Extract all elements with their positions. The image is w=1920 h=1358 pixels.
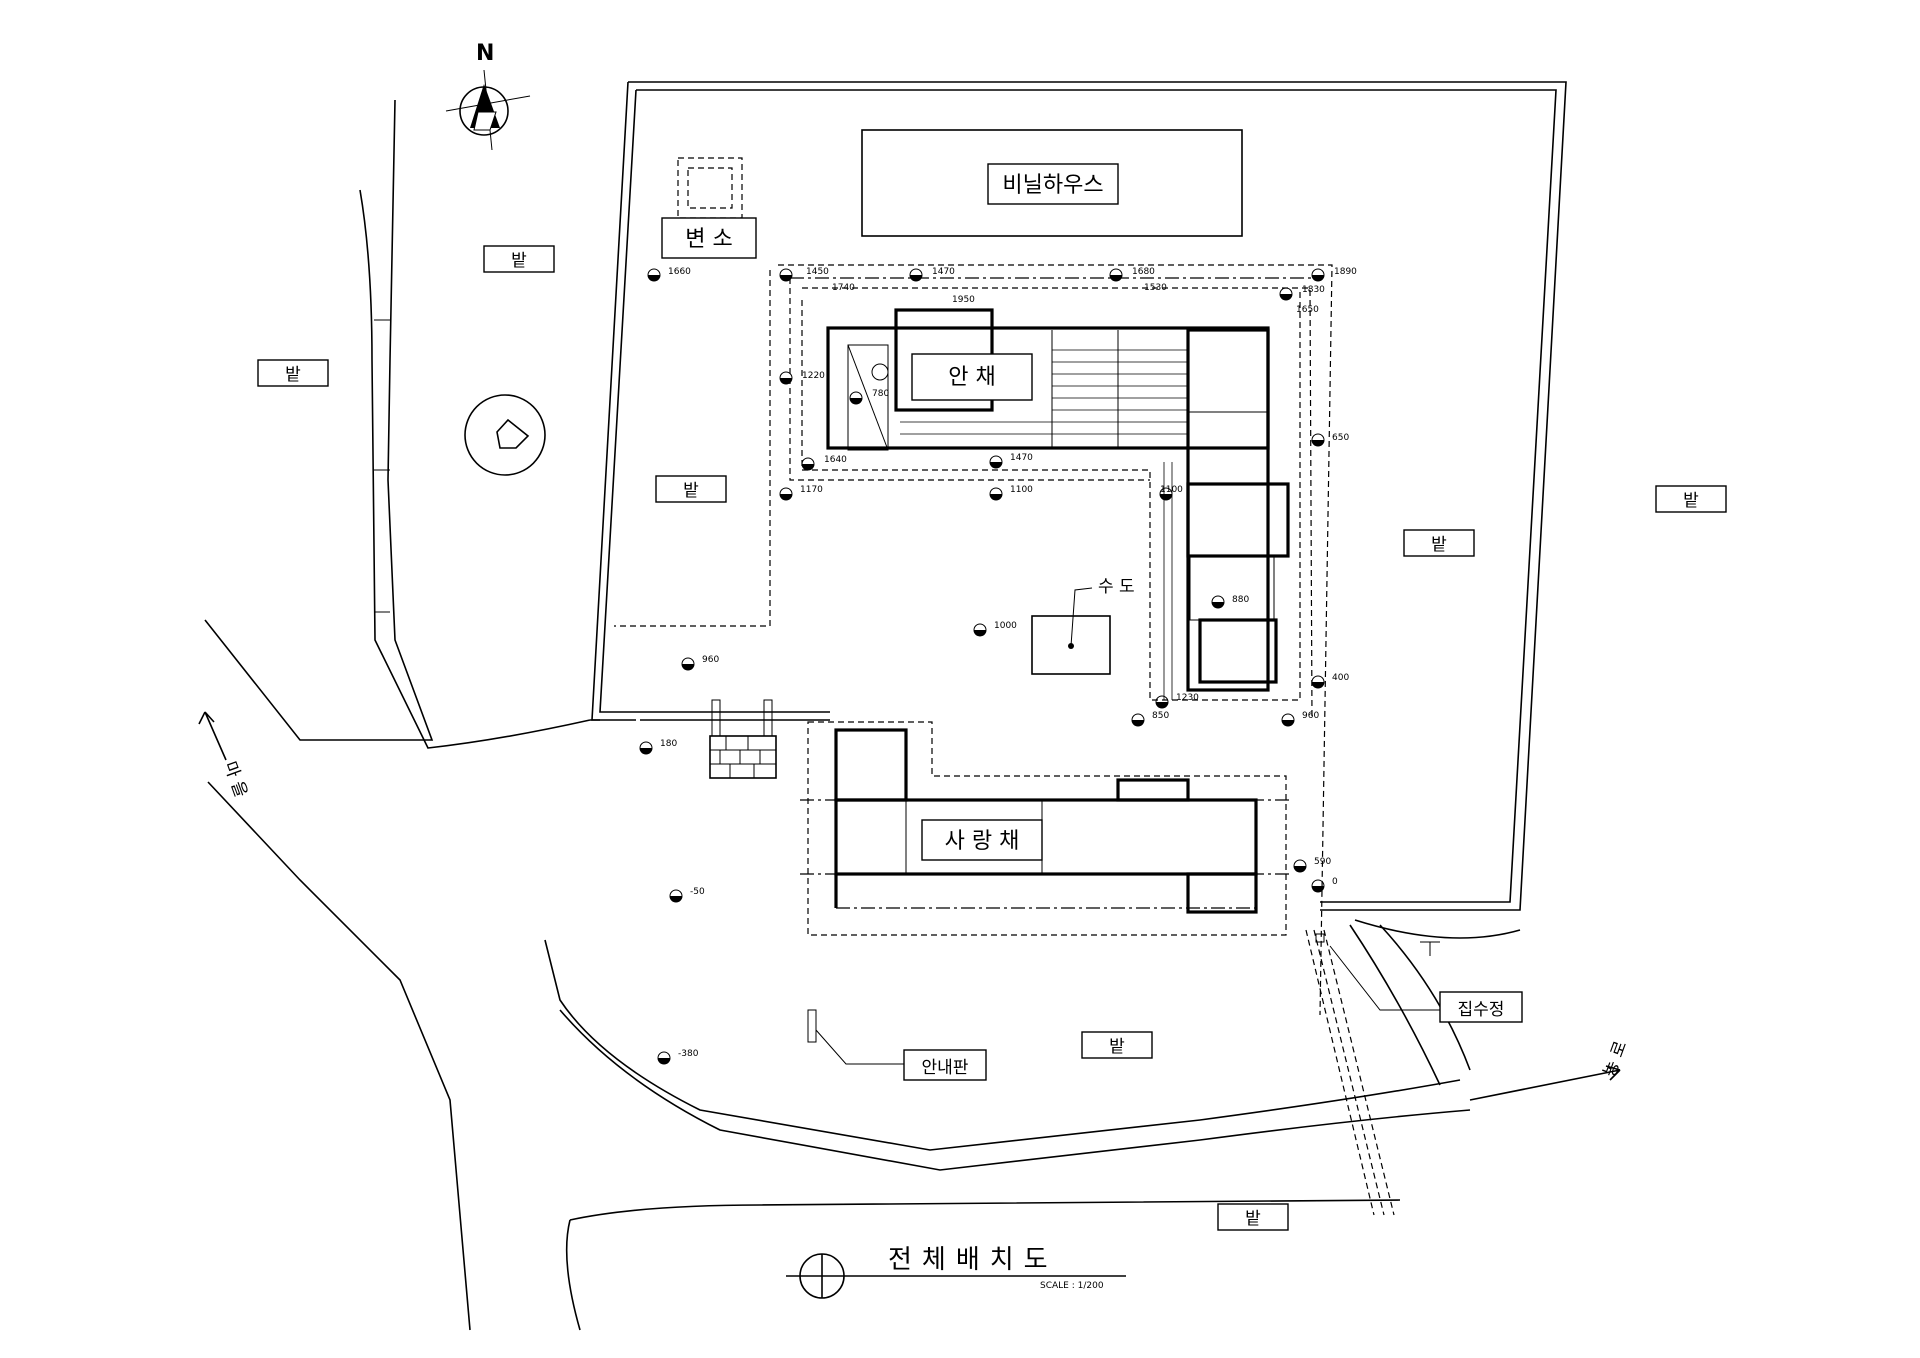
field-label: 밭 — [1245, 1209, 1261, 1229]
elevation-value: 780 — [872, 389, 889, 399]
elevation-value: 1640 — [824, 455, 847, 465]
elevation-value: 1100 — [1010, 485, 1033, 495]
sign-board-callout: 안내판 — [807, 1009, 987, 1081]
sarang-house: 사 랑 채 — [800, 721, 1290, 936]
elevation-value: 850 — [1152, 711, 1169, 721]
drawing-title: 전체배치도 — [888, 1245, 1058, 1275]
elevation-value: 1530 — [1144, 283, 1167, 293]
elevation-value: 1470 — [1010, 453, 1033, 463]
title-block: 전체배치도 SCALE : 1/200 — [786, 1245, 1126, 1299]
drain-pipe — [1305, 929, 1395, 1216]
well-icon — [464, 394, 546, 476]
inner-house: 안 채 — [826, 308, 1290, 700]
village-road-edges — [198, 99, 1621, 1331]
elevation-value: 1650 — [1296, 305, 1319, 315]
north-arrow-icon: N — [445, 41, 531, 151]
elevation-value: 0 — [1332, 877, 1338, 887]
elevation-value: 880 — [1232, 595, 1249, 605]
elevation-value: 1230 — [1176, 693, 1199, 703]
toilet-label: 변 소 — [685, 227, 732, 252]
elevation-value: -50 — [690, 887, 705, 897]
sump-label: 집수정 — [1458, 1000, 1505, 1020]
elevation-value: 1740 — [832, 283, 855, 293]
elevation-value: 1660 — [668, 267, 691, 277]
elevation-value: 1220 — [802, 371, 825, 381]
elevation-value: 590 — [1314, 857, 1331, 867]
field-labels: 밭 밭 밭 밭 밭 밭 밭 — [257, 245, 1727, 1231]
elevation-value: -380 — [678, 1049, 699, 1059]
field-label: 밭 — [511, 251, 527, 271]
field-label: 밭 — [1683, 491, 1699, 511]
water-tap: 수 도 — [1031, 577, 1135, 675]
gate-stone-wall — [709, 699, 777, 779]
elevation-values: 1660 1450 1740 1470 1950 1530 1680 1890 … — [660, 267, 1357, 1059]
elevation-value: 1950 — [952, 295, 975, 305]
elevation-value: 1450 — [806, 267, 829, 277]
sump-callout: 집수정 — [1329, 945, 1523, 1023]
elevation-value: 1890 — [1334, 267, 1357, 277]
elevation-value: 400 — [1332, 673, 1349, 683]
drawing-scale: SCALE : 1/200 — [1040, 1281, 1104, 1291]
water-tap-label: 수 도 — [1098, 577, 1135, 597]
elevation-value: 1830 — [1302, 285, 1325, 295]
inner-house-label: 안 채 — [948, 365, 995, 390]
road-label: 농 로 — [1600, 1038, 1631, 1079]
greenhouse-label: 비닐하우스 — [1002, 173, 1103, 198]
elevation-value: 960 — [702, 655, 719, 665]
elevation-value: 1680 — [1132, 267, 1155, 277]
elevation-value: 1100 — [1160, 485, 1183, 495]
elevation-value: 1470 — [932, 267, 955, 277]
field-boundary — [614, 270, 771, 627]
sign-board-label: 안내판 — [922, 1058, 969, 1078]
elevation-value: 180 — [660, 739, 677, 749]
village-label: 마 을 — [219, 759, 250, 800]
elevation-value: 1170 — [800, 485, 823, 495]
toilet: 변 소 — [661, 157, 757, 259]
field-label: 밭 — [1431, 535, 1447, 555]
field-label: 밭 — [285, 365, 301, 385]
field-label: 밭 — [683, 481, 699, 501]
elevation-value: 1000 — [994, 621, 1017, 631]
elevation-value: 960 — [1302, 711, 1319, 721]
elevation-markers — [639, 268, 1325, 1065]
compound-wall — [778, 264, 1333, 1016]
field-label: 밭 — [1109, 1037, 1125, 1057]
greenhouse: 비닐하우스 — [861, 129, 1243, 237]
north-label: N — [476, 41, 494, 66]
site-boundary — [590, 81, 1567, 911]
elevation-value: 650 — [1332, 433, 1349, 443]
sarang-house-label: 사 랑 채 — [945, 829, 1020, 854]
